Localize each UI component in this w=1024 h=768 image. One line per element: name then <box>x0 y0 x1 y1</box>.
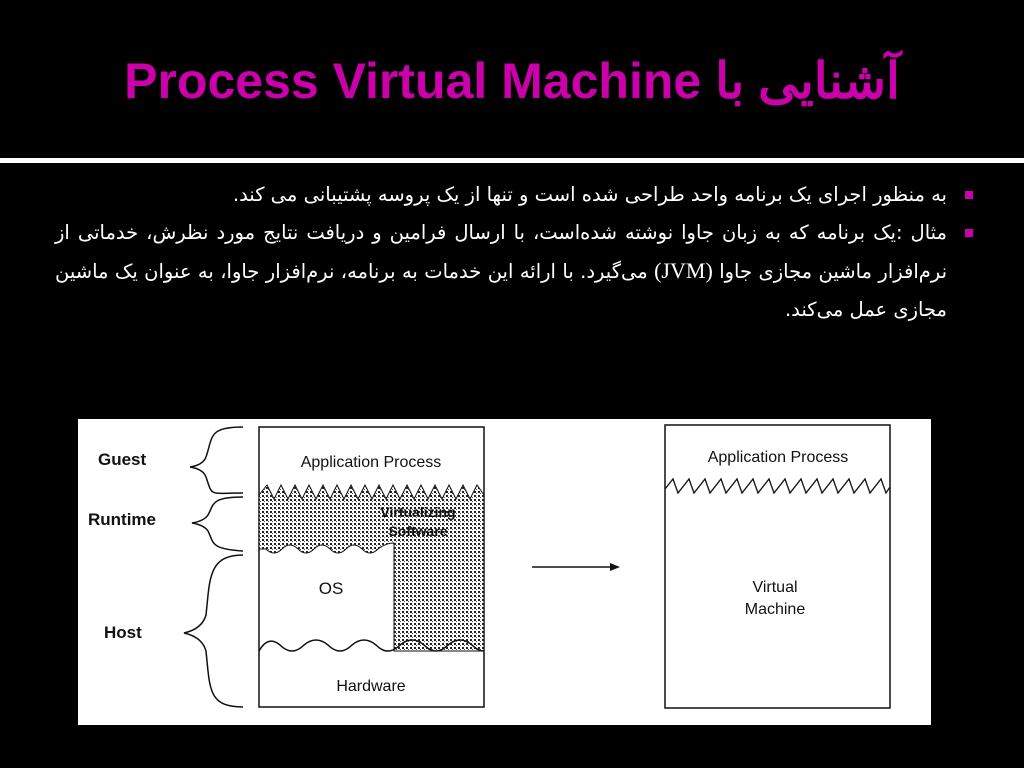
guest-brace-icon <box>189 426 244 495</box>
bullet-marker <box>965 229 973 237</box>
bullet-item-1: به منظور اجرای یک برنامه واحد طراحی شده … <box>55 176 973 214</box>
host-brace-icon <box>183 554 244 708</box>
bullet-marker <box>965 191 973 199</box>
title-persian: آشنایی با <box>715 53 900 109</box>
jvm-label: (JVM) <box>654 258 713 283</box>
bullet-list: به منظور اجرای یک برنامه واحد طراحی شده … <box>55 176 973 329</box>
bullet-text: به منظور اجرای یک برنامه واحد طراحی شده … <box>232 183 947 206</box>
title-divider <box>0 158 1024 163</box>
process-vm-diagram: Guest Runtime Host Application Process V… <box>88 424 891 709</box>
arrow-head-icon <box>610 563 620 571</box>
virtual-label-line1: Virtual <box>752 579 797 596</box>
virtualizing-software-region <box>258 483 485 652</box>
runtime-label: Runtime <box>88 510 156 529</box>
bullet-text-part-2: می‌گیرد. با ارائه این خدمات به برنامه، ن… <box>55 260 947 321</box>
left-application-process-label: Application Process <box>301 454 442 471</box>
interface-sawtooth <box>664 477 891 495</box>
process-vm-figure: Guest Runtime Host Application Process V… <box>78 419 931 725</box>
title-latin: Process Virtual Machine <box>124 53 702 109</box>
hardware-boundary <box>258 639 485 652</box>
right-application-process-label: Application Process <box>708 449 849 466</box>
runtime-brace-icon <box>191 496 244 552</box>
virtual-machine-box <box>664 424 891 709</box>
bullet-item-2: مثال :یک برنامه که به زبان جاوا نوشته شد… <box>55 214 973 329</box>
virtual-label-line2: Machine <box>745 601 806 618</box>
os-label: OS <box>319 579 344 598</box>
bullet-text-part-1: مثال :یک برنامه که به زبان جاوا نوشته شد… <box>55 221 947 283</box>
guest-label: Guest <box>98 450 147 469</box>
host-label: Host <box>104 623 142 642</box>
virtualizing-label-line1: Virtualizing <box>380 504 455 520</box>
hardware-label: Hardware <box>336 678 405 695</box>
virtualizing-label-line2: Software <box>388 523 447 539</box>
slide-title: Process Virtual Machine آشنایی با <box>0 52 1024 110</box>
